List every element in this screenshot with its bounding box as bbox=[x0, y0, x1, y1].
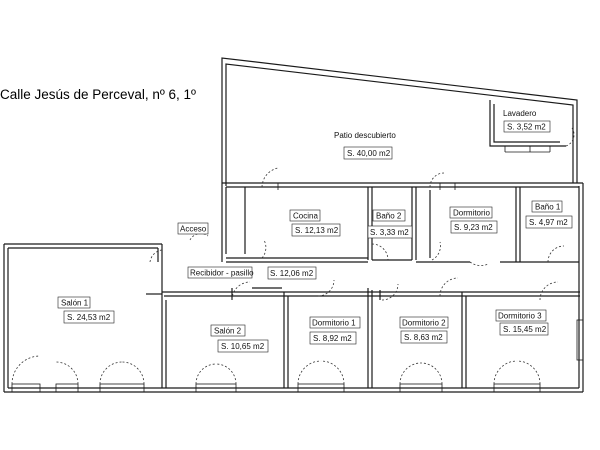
room-name-salon2: Salón 2 bbox=[214, 327, 242, 336]
room-surface-box-recibidor bbox=[267, 266, 317, 280]
interior-walls-upper bbox=[221, 183, 579, 263]
room-name-box-bano1 bbox=[531, 200, 563, 213]
room-surface-box-salon1 bbox=[63, 310, 115, 324]
room-surface-dormitorio: S. 9,23 m2 bbox=[454, 223, 493, 232]
room-surface-salon2: S. 10,65 m2 bbox=[221, 342, 265, 351]
room-name-box-recibidor bbox=[187, 266, 253, 279]
room-name-dorm2: Dormitorio 2 bbox=[402, 319, 446, 328]
room-surface-bano2: S. 3,33 m2 bbox=[370, 228, 409, 237]
room-name-box-bano2 bbox=[372, 209, 406, 222]
room-name-box-dorm1 bbox=[309, 316, 361, 329]
room-name-bano1: Baño 1 bbox=[535, 203, 561, 212]
interior-walls-lower bbox=[146, 262, 580, 388]
lavadero-walls bbox=[489, 100, 575, 153]
acceso-label-box bbox=[177, 222, 209, 235]
room-name-recibidor: Recibidor - pasillo bbox=[190, 269, 254, 278]
room-surface-box-bano1 bbox=[525, 215, 573, 229]
room-name-bano2: Baño 2 bbox=[376, 212, 402, 221]
room-surface-box-lavadero bbox=[503, 120, 551, 133]
room-name-patio: Patio descubierto bbox=[334, 131, 396, 140]
plan-title: Calle Jesús de Perceval, nº 6, 1º bbox=[0, 87, 196, 102]
room-surface-patio: S. 40,00 m2 bbox=[347, 149, 391, 158]
room-name-dorm1: Dormitorio 1 bbox=[312, 319, 356, 328]
door-swings bbox=[11, 167, 565, 385]
room-surface-dorm3: S. 15,45 m2 bbox=[503, 325, 547, 334]
room-name-dorm3: Dormitorio 3 bbox=[498, 312, 542, 321]
room-surface-box-dormitorio bbox=[450, 220, 498, 234]
room-name-box-dormitorio bbox=[449, 206, 493, 219]
room-name-salon1: Salón 1 bbox=[61, 299, 89, 308]
room-surface-box-salon2 bbox=[217, 339, 269, 353]
room-name-box-salon1 bbox=[57, 296, 91, 309]
room-surface-bano1: S. 4,97 m2 bbox=[529, 218, 568, 227]
room-surface-cocina: S. 12,13 m2 bbox=[295, 226, 339, 235]
room-surface-lavadero: S. 3,52 m2 bbox=[507, 123, 546, 132]
room-surface-salon1: S. 24,53 m2 bbox=[67, 313, 111, 322]
title-background bbox=[0, 84, 220, 104]
room-surface-recibidor: S. 12,06 m2 bbox=[270, 269, 314, 278]
room-surface-box-dorm3 bbox=[499, 322, 549, 336]
room-name-box-cocina bbox=[289, 209, 321, 222]
room-name-cocina: Cocina bbox=[293, 212, 318, 221]
room-surface-dorm1: S. 8,92 m2 bbox=[313, 334, 352, 343]
room-surface-box-cocina bbox=[291, 223, 341, 237]
room-surface-dorm2: S. 8,63 m2 bbox=[404, 333, 443, 342]
room-surface-box-dorm1 bbox=[309, 331, 357, 345]
room-surface-box-dorm2 bbox=[400, 330, 448, 344]
room-labels: Lavadero S. 3,52 m2 Patio descubierto S.… bbox=[57, 109, 573, 353]
acceso-label: Acceso bbox=[180, 225, 207, 234]
room-name-dormitorio: Dormitorio bbox=[453, 209, 490, 218]
room-name-box-dorm2 bbox=[399, 316, 449, 329]
windows bbox=[11, 319, 584, 393]
room-name-box-salon2 bbox=[210, 324, 246, 337]
room-name-lavadero: Lavadero bbox=[503, 109, 537, 118]
room-surface-box-bano2 bbox=[367, 225, 413, 239]
room-surface-box-patio bbox=[343, 146, 393, 160]
room-name-box-dorm3 bbox=[495, 309, 547, 322]
